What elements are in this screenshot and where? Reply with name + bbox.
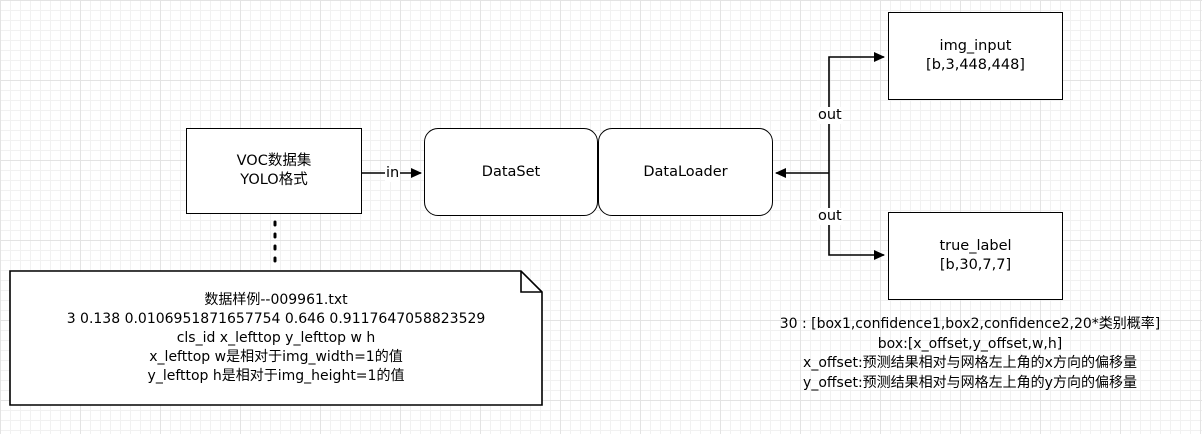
out-top-connector <box>828 52 885 173</box>
out-top-label: out <box>817 107 843 124</box>
note-line: cls_id x_lefttop y_lefttop w h <box>176 329 376 346</box>
note-fold <box>520 271 542 293</box>
label-format-description: 30 : [box1,confidence1,box2,confidence2,… <box>745 315 1195 393</box>
voc-line-1: VOC数据集 <box>236 153 312 169</box>
voc-line-2: YOLO格式 <box>240 172 308 188</box>
data-sample-note: 数据样例--009961.txt 3 0.138 0.0106951871657… <box>10 271 542 405</box>
note-line: 3 0.138 0.0106951871657754 0.646 0.91176… <box>66 310 486 327</box>
format-line: x_offset:预测结果相对与网格左上角的x方向的偏移量 <box>803 355 1137 371</box>
true-label-shape: [b,30,7,7] <box>939 257 1012 273</box>
dataloader-box: DataLoader <box>598 128 773 216</box>
format-line: y_offset:预测结果相对与网格左上角的y方向的偏移量 <box>803 374 1137 391</box>
dataset-label: DataSet <box>481 163 541 180</box>
img-input-shape: [b,3,448,448] <box>926 57 1025 73</box>
true-label-box: true_label [b,30,7,7] <box>888 212 1063 300</box>
in-label: in <box>385 165 401 182</box>
dataset-box: DataSet <box>424 128 598 216</box>
note-line: 数据样例--009961.txt <box>204 291 348 308</box>
out-bottom-label: out <box>817 208 843 225</box>
voc-dataset-box: VOC数据集 YOLO格式 <box>186 128 362 214</box>
note-line: x_lefttop w是相对于img_width=1的值 <box>149 348 403 365</box>
true-label-name: true_label <box>939 238 1012 254</box>
format-line: box:[x_offset,y_offset,w,h] <box>877 335 1063 352</box>
dataloader-label: DataLoader <box>643 163 728 180</box>
out-bottom-connector <box>828 173 885 260</box>
img-input-name: img_input <box>939 38 1012 54</box>
img-input-box: img_input [b,3,448,448] <box>888 12 1063 100</box>
note-shape <box>9 270 543 406</box>
note-line: y_lefttop h是相对于img_height=1的值 <box>147 367 405 384</box>
format-line: 30 : [box1,confidence1,box2,confidence2,… <box>779 316 1161 332</box>
